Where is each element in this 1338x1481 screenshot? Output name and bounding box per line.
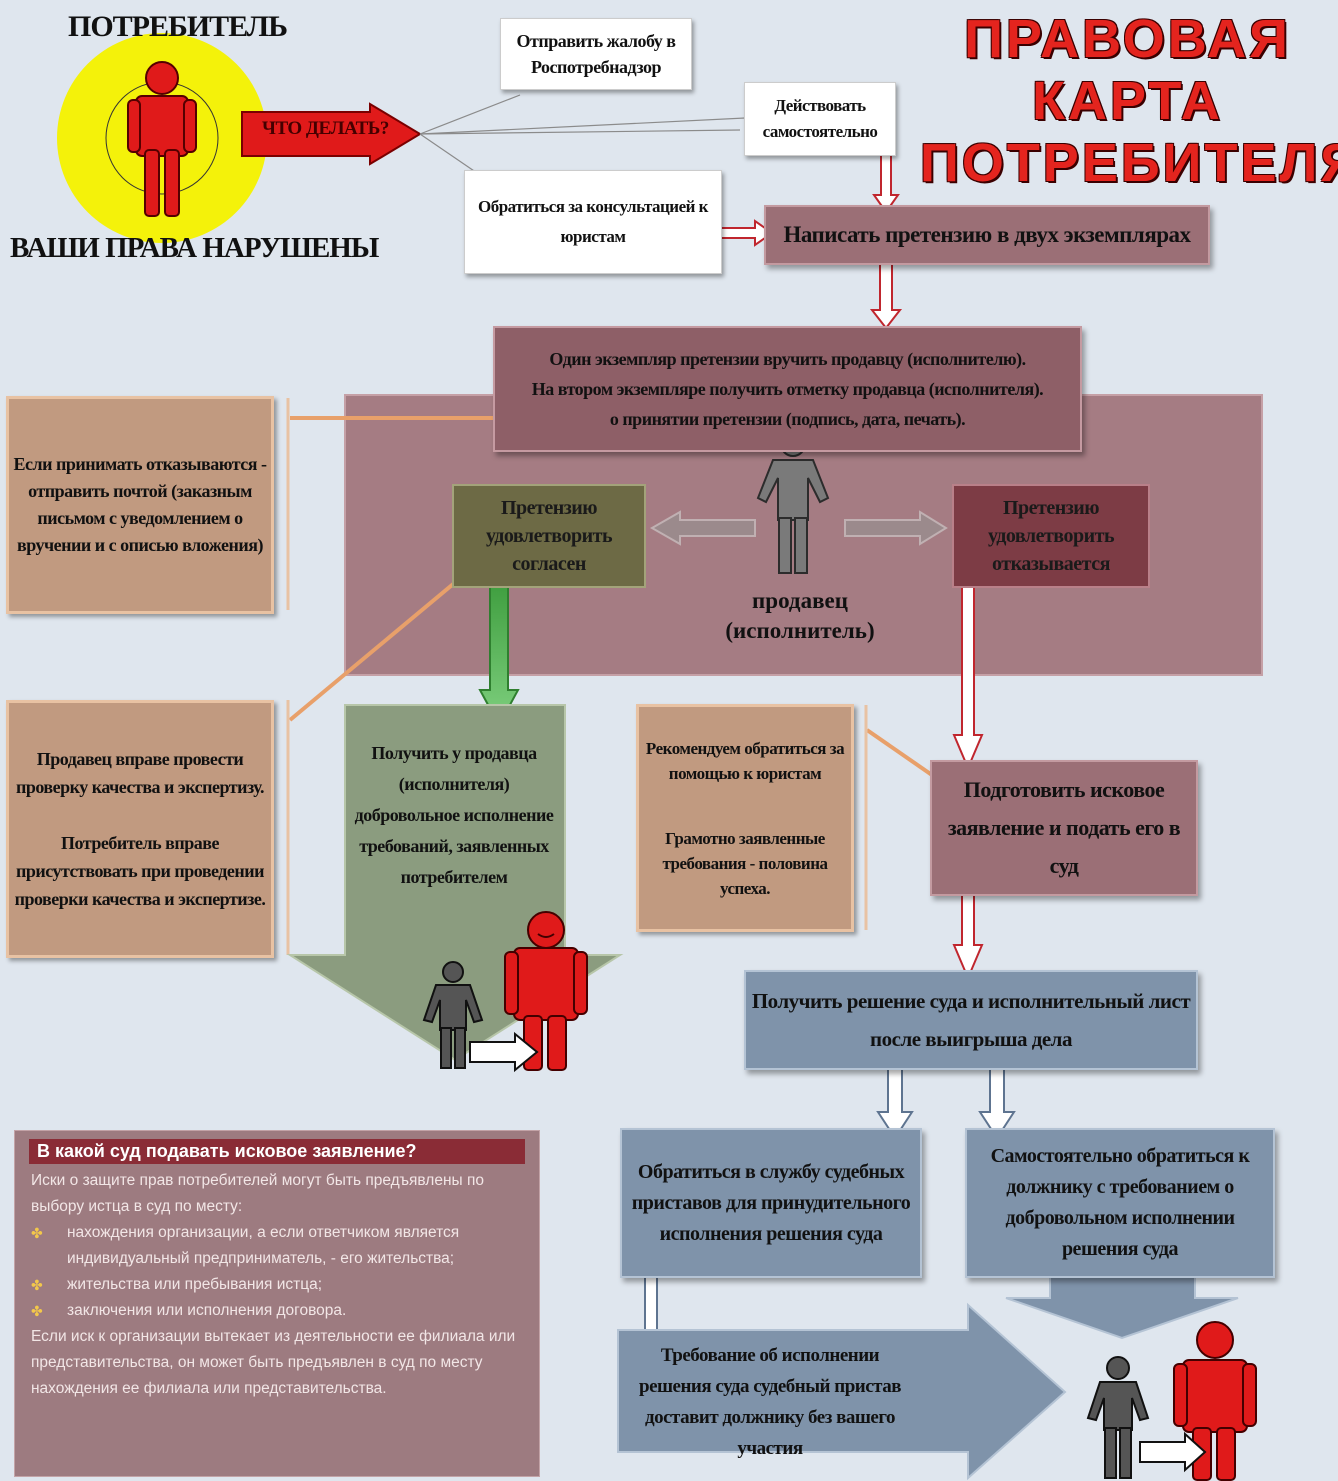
- lawsuit-text: Подготовить исковое заявление и подать е…: [947, 777, 1181, 878]
- seller-label-line-2: (исполнитель): [725, 618, 875, 643]
- self-act-box: Действовать самостоятельно: [744, 82, 896, 156]
- write-claim-text: Написать претензию в двух экземплярах: [783, 222, 1191, 247]
- court-info-list: ✤нахождения организации, а если ответчик…: [31, 1220, 523, 1324]
- deliver-claim-box: Один экземпляр претензии вручить продавц…: [493, 326, 1082, 452]
- lawsuit-box: Подготовить исковое заявление и подать е…: [930, 760, 1198, 896]
- court-info-outro: Если иск к организации вытекает из деяте…: [31, 1328, 516, 1397]
- title-line-3: ПОТРЕБИТЕЛЯ: [920, 133, 1338, 193]
- bailiff-demand-text: Требование об исполнении решения суда су…: [639, 1345, 901, 1459]
- page-title: ПРАВОВАЯ КАРТА ПОТРЕБИТЕЛЯ: [920, 8, 1338, 194]
- quality-check-note-1: Продавец вправе провести проверку качест…: [15, 749, 265, 797]
- court-decision-box: Получить решение суда и исполнительный л…: [744, 970, 1198, 1070]
- bailiffs-text: Обратиться в службу судебных приставов д…: [631, 1160, 911, 1245]
- deliver-claim-line-3: о принятии претензии (подпись, дата, печ…: [609, 409, 966, 429]
- bullet-icon: ✤: [31, 1277, 43, 1293]
- court-info-intro: Иски о защите прав потребителей могут бы…: [31, 1172, 484, 1215]
- self-debtor-box: Самостоятельно обратиться к должнику с т…: [965, 1128, 1275, 1278]
- refuse-box: Претензию удовлетворить отказывается: [952, 484, 1150, 588]
- bailiff-demand-box: Требование об исполнении решения суда су…: [630, 1340, 910, 1464]
- bailiff-arrow-shape: [617, 1302, 1067, 1481]
- write-claim-box: Написать претензию в двух экземплярах: [764, 205, 1210, 265]
- court-info-item: ✤заключения или исполнения договора.: [31, 1298, 523, 1324]
- quality-check-note: Продавец вправе провести проверку качест…: [6, 700, 274, 958]
- flow-arrows: [707, 147, 984, 981]
- bailiffs-box: Обратиться в службу судебных приставов д…: [620, 1128, 922, 1278]
- court-info-panel: В какой суд подавать исковое заявление? …: [14, 1130, 540, 1477]
- deliver-claim-line-1: Один экземпляр претензии вручить продавц…: [549, 349, 1026, 369]
- lawyers-box: Обратиться за консультацией к юристам: [464, 170, 722, 274]
- court-info-item: ✤жительства или пребывания истца;: [31, 1272, 523, 1298]
- title-line-1: ПРАВОВАЯ: [964, 9, 1291, 69]
- complaint-text: Отправить жалобу в Роспотребнадзор: [516, 31, 676, 77]
- recommend-note: Рекомендуем обратиться за помощью к юрис…: [636, 704, 854, 932]
- seller-small-icon-1: [422, 961, 484, 1069]
- recommend-note-1: Рекомендуем обратиться за помощью к юрис…: [645, 738, 845, 783]
- seller-person-icon: [756, 431, 830, 574]
- agree-box: Претензию удовлетворить согласен: [452, 484, 646, 588]
- lawyers-text: Обратиться за консультацией к юристам: [478, 197, 708, 246]
- complaint-box: Отправить жалобу в Роспотребнадзор: [500, 18, 692, 90]
- refuse-accept-note-text: Если принимать отказываются - отправить …: [13, 454, 267, 555]
- agree-text: Претензию удовлетворить согласен: [485, 497, 613, 575]
- title-line-2: КАРТА: [1032, 71, 1223, 131]
- voluntary-text-box: Получить у продавца (исполнителя) добров…: [350, 735, 558, 895]
- court-decision-text: Получить решение суда и исполнительный л…: [751, 989, 1191, 1051]
- consumer-person-icon: [127, 61, 197, 217]
- voluntary-text: Получить у продавца (исполнителя) добров…: [354, 742, 554, 887]
- bullet-icon: ✤: [31, 1303, 43, 1319]
- consumer-label: ПОТРЕБИТЕЛЬ: [68, 10, 288, 43]
- what-to-do-arrow: [241, 102, 422, 166]
- rights-violated-label: ВАШИ ПРАВА НАРУШЕНЫ: [10, 232, 379, 264]
- bullet-icon: ✤: [31, 1225, 43, 1241]
- refuse-text: Претензию удовлетворить отказывается: [987, 497, 1115, 575]
- seller-label: продавец (исполнитель): [700, 586, 900, 646]
- court-info-item: ✤нахождения организации, а если ответчик…: [31, 1220, 523, 1272]
- self-act-text: Действовать самостоятельно: [762, 96, 878, 141]
- recommend-note-2: Грамотно заявленные требования - половин…: [662, 828, 829, 898]
- what-to-do-label: ЧТО ДЕЛАТЬ?: [262, 118, 389, 139]
- consumer-small-icon-1: [504, 911, 588, 1071]
- refuse-accept-note: Если принимать отказываются - отправить …: [6, 396, 274, 614]
- seller-label-line-1: продавец: [752, 588, 848, 613]
- court-info-title: В какой суд подавать исковое заявление?: [29, 1139, 525, 1164]
- consumer-small-icon-2: [1173, 1321, 1257, 1481]
- self-debtor-text: Самостоятельно обратиться к должнику с т…: [990, 1145, 1250, 1260]
- deliver-claim-line-2: На втором экземпляре получить отметку пр…: [531, 379, 1044, 399]
- seller-small-icon-2: [1086, 1356, 1150, 1479]
- quality-check-note-2: Потребитель вправе присутствовать при пр…: [14, 833, 266, 909]
